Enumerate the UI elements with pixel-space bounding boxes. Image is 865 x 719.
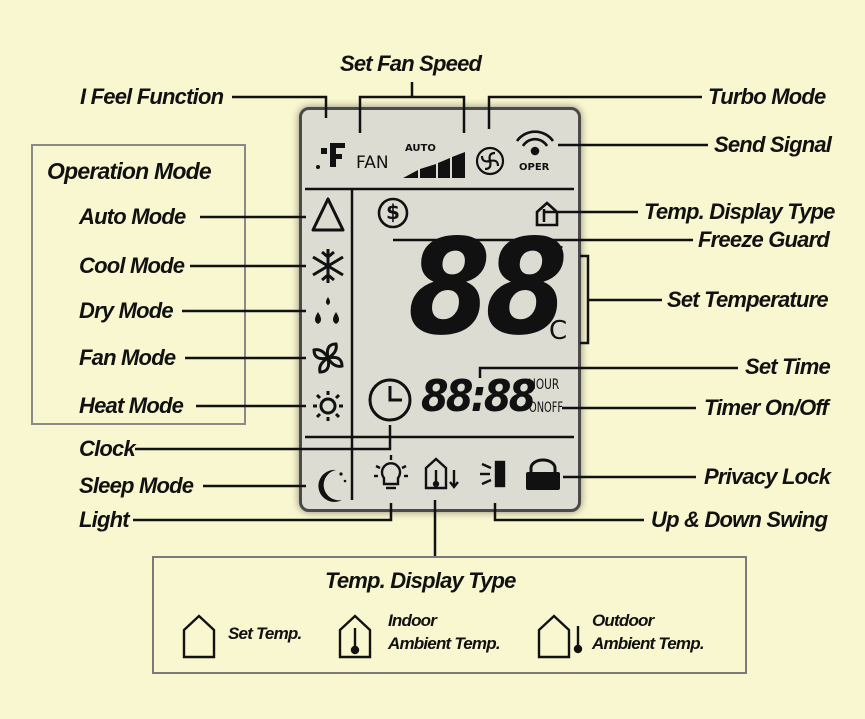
lcd-onoff-label: ONOFF [529,400,564,416]
lcd-auto-label: AUTO [405,143,436,154]
label-dry-mode: Dry Mode [79,298,174,323]
time-digits: 88:88 [421,371,536,422]
legend-set-temp-label: Set Temp. [228,624,302,643]
operation-mode-box [31,144,246,425]
privacy-lock-icon [526,458,560,490]
label-privacy-lock: Privacy Lock [704,464,831,489]
label-operation-mode: Operation Mode [47,158,212,184]
label-turbo-mode: Turbo Mode [708,84,826,109]
label-cool-mode: Cool Mode [79,253,185,278]
freeze-guard-symbol: $ [386,200,400,224]
label-send-signal: Send Signal [714,132,832,157]
cool-mode-icon [312,249,344,283]
legend-outdoor-line2: Ambient Temp. [592,634,705,653]
dry-mode-icon [315,297,339,324]
fan-mode-icon [312,342,344,374]
i-feel-icon [316,143,345,169]
legend-indoor-line1: Indoor [388,611,437,630]
heat-mode-icon [313,391,343,421]
legend-outdoor-icon [537,614,583,659]
signal-icon [515,130,555,156]
temperature-digits: 88 [408,211,568,365]
lcd-dividers [305,187,574,500]
lcd-oper-label: OPER [519,162,550,173]
clock-icon [368,378,412,422]
legend-title: Temp. Display Type [325,568,516,593]
label-i-feel-function: I Feel Function [80,84,224,109]
temp-display-type-legend-box [152,556,747,674]
leader-lines [133,82,738,556]
swing-icon [480,460,506,488]
label-temp-display-type: Temp. Display Type [644,199,835,224]
label-sleep-mode: Sleep Mode [79,473,194,498]
sleep-moon-icon [318,469,347,502]
label-set-fan-speed: Set Fan Speed [340,51,482,76]
legend-indoor-icon [338,614,372,659]
label-clock: Clock [79,436,136,461]
lcd-fan-label: FAN [356,153,389,173]
legend-indoor-line2: Ambient Temp. [388,634,501,653]
unit-celsius: °C [536,316,568,346]
freeze-guard-icon [377,197,409,229]
label-light: Light [79,507,130,532]
turbo-icon [475,146,505,176]
legend-set-temp-icon [182,614,216,659]
label-up-down-swing: Up & Down Swing [651,507,828,532]
label-auto-mode: Auto Mode [79,204,186,229]
label-set-time: Set Time [745,354,831,379]
label-heat-mode: Heat Mode [79,393,184,418]
light-bulb-icon [374,455,408,490]
legend-outdoor-line1: Outdoor [592,611,654,630]
temp-display-house-icon [535,201,559,227]
label-freeze-guard: Freeze Guard [698,227,830,252]
auto-mode-icon [311,197,345,232]
unit-fahrenheit: °F [536,242,564,272]
label-set-temperature: Set Temperature [667,287,829,312]
house-thermometer-icon [424,457,459,490]
label-timer-on-off: Timer On/Off [704,395,829,420]
lcd-hour-label: HOUR [528,377,560,393]
fan-speed-bars-icon [403,152,465,178]
label-fan-mode: Fan Mode [79,345,176,370]
